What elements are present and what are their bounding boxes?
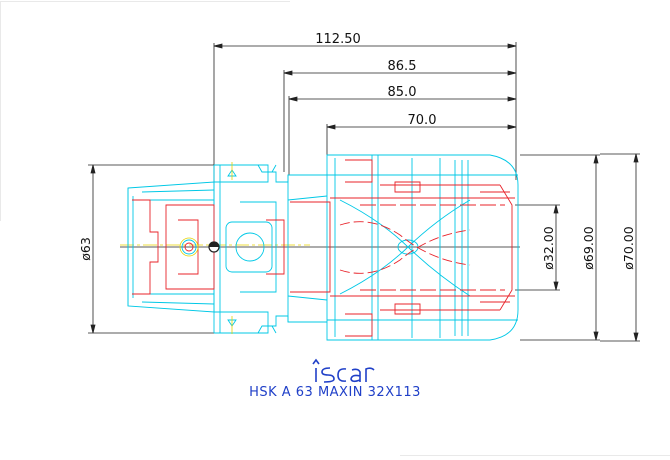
dim-overall-length: 112.50 xyxy=(315,32,361,47)
dim-length-86: 86.5 xyxy=(388,59,417,74)
construction-marks xyxy=(179,162,233,334)
iscar-logo xyxy=(312,358,375,383)
dim-diameter-63: ø63 xyxy=(78,237,93,261)
frame-top-edge xyxy=(0,1,290,2)
hsk-shank xyxy=(127,154,519,341)
dim-length-85: 85.0 xyxy=(388,85,417,100)
dim-diameter-32: ø32.00 xyxy=(541,226,556,269)
hidden-lines xyxy=(132,159,515,337)
dim-length-70: 70.0 xyxy=(408,113,437,128)
dim-diameter-70: ø70.00 xyxy=(621,226,636,269)
tool-designation-caption: HSK A 63 MAXIN 32X113 xyxy=(249,385,421,400)
frame-left-edge xyxy=(0,1,1,221)
dimension-lines xyxy=(88,42,640,342)
dim-diameter-69: ø69.00 xyxy=(581,226,596,269)
frame-bottom-edge xyxy=(400,455,670,456)
